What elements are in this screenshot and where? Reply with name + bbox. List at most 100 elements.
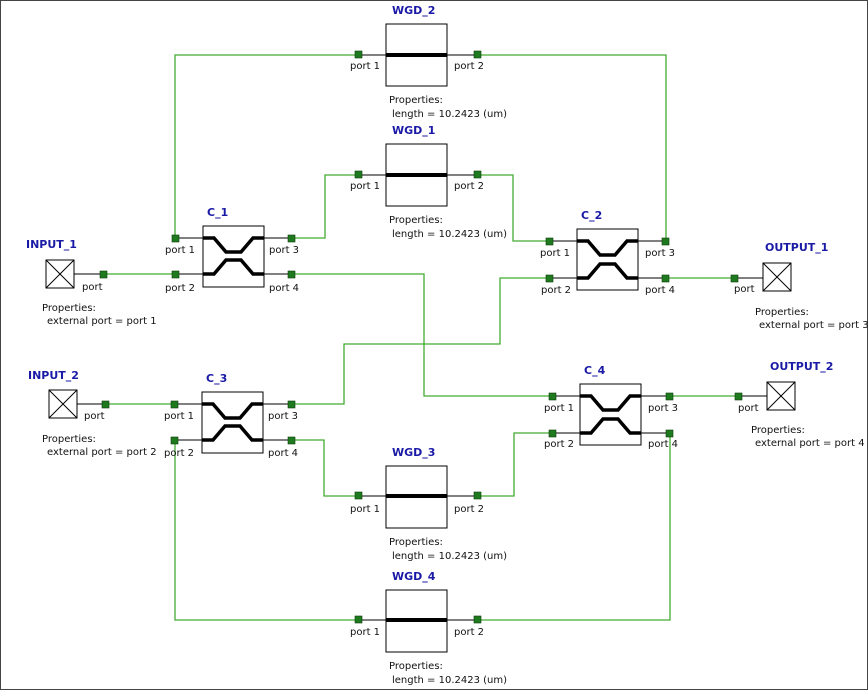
coupler-c3[interactable]: C_3 port 1 port 2 port 3 port 4 — [164, 372, 298, 459]
wire-c1-port3-to-wgd1-port1[interactable] — [292, 174, 358, 239]
c3-port1-label: port 1 — [164, 411, 194, 422]
output-port-output2[interactable]: OUTPUT_2 port Properties: external port … — [734, 360, 865, 449]
wire-c3-port3-to-c2-port2[interactable] — [292, 277, 549, 405]
input2-port-pin[interactable] — [101, 400, 110, 409]
c4-lower-arm — [580, 417, 641, 435]
input-port-input2[interactable]: INPUT_2 port Properties: external port =… — [28, 369, 157, 458]
output2-external-port-property: external port = port 4 — [755, 438, 865, 449]
input-port-input1[interactable]: INPUT_1 port Properties: external port =… — [26, 238, 157, 327]
c2-port4-pin[interactable] — [661, 274, 670, 283]
output1-port-pin[interactable] — [730, 274, 739, 283]
wgd1-port1-pin[interactable] — [354, 170, 363, 179]
c1-port2-label: port 2 — [165, 283, 195, 294]
input1-port-pin[interactable] — [99, 270, 108, 279]
output2-cross-b — [766, 381, 796, 411]
c3-upper-arm — [202, 402, 263, 420]
wgd4-properties-heading: Properties: — [389, 661, 443, 672]
c4-upper-arm — [580, 394, 641, 412]
c4-title: C_4 — [584, 364, 606, 377]
c1-port4-label: port 4 — [269, 283, 299, 294]
wgd3-port2-label: port 2 — [454, 504, 484, 515]
c2-port3-label: port 3 — [645, 248, 675, 259]
input1-properties-heading: Properties: — [42, 303, 96, 314]
input1-cross-b — [45, 259, 75, 289]
wgd4-port1-pin[interactable] — [354, 615, 363, 624]
input2-external-port-property: external port = port 2 — [47, 447, 157, 458]
wgd3-length-property: length = 10.2423 (um) — [392, 551, 507, 562]
c2-port1-label: port 1 — [540, 248, 570, 259]
waveguide-wgd2[interactable]: WGD_2 port 1 port 2 Properties: length =… — [350, 4, 507, 120]
output1-title: OUTPUT_1 — [765, 241, 828, 254]
wgd4-title: WGD_4 — [392, 570, 436, 583]
wire-wgd3-port2-to-c4-port2[interactable] — [477, 432, 552, 497]
c1-port4-pin[interactable] — [287, 270, 296, 279]
c2-upper-arm — [577, 239, 638, 257]
input1-port-label: port — [82, 282, 103, 293]
coupler-c2[interactable]: C_2 port 1 port 2 port 3 port 4 — [540, 209, 675, 296]
wire-c3-port2-to-wgd4-port1[interactable] — [174, 440, 358, 621]
c1-upper-arm — [203, 236, 264, 254]
c2-port1-pin[interactable] — [545, 237, 554, 246]
wgd1-port1-label: port 1 — [350, 181, 380, 192]
output1-port-label: port — [734, 284, 755, 295]
c1-port3-pin[interactable] — [287, 234, 296, 243]
wgd4-port2-pin[interactable] — [473, 615, 482, 624]
wgd1-length-property: length = 10.2423 (um) — [392, 229, 507, 240]
wgd1-properties-heading: Properties: — [389, 215, 443, 226]
wgd4-port2-label: port 2 — [454, 627, 484, 638]
wgd2-port2-label: port 2 — [454, 61, 484, 72]
wgd1-port2-pin[interactable] — [473, 170, 482, 179]
output2-title: OUTPUT_2 — [770, 360, 833, 373]
c4-port2-label: port 2 — [544, 439, 574, 450]
wgd2-port1-pin[interactable] — [354, 50, 363, 59]
c3-title: C_3 — [206, 372, 227, 385]
coupler-c1[interactable]: C_1 port 1 port 2 port 3 port 4 — [165, 206, 299, 294]
c1-body — [202, 225, 265, 288]
wire-wgd4-port2-to-c4-port4[interactable] — [477, 433, 671, 621]
c4-port4-pin[interactable] — [665, 429, 674, 438]
input2-title: INPUT_2 — [28, 369, 79, 382]
c4-port1-label: port 1 — [544, 403, 574, 414]
wire-c1-port4-to-c4-port1[interactable] — [292, 273, 552, 397]
coupler-c4[interactable]: C_4 port 1 port 2 port 3 port 4 — [544, 364, 678, 450]
wire-c1-port1-to-wgd2-port1[interactable] — [174, 54, 358, 238]
c3-port3-pin[interactable] — [287, 400, 296, 409]
c2-port2-pin[interactable] — [545, 274, 554, 283]
c4-port3-pin[interactable] — [665, 392, 674, 401]
c1-port1-pin[interactable] — [171, 234, 180, 243]
c4-port4-label: port 4 — [648, 439, 678, 450]
output-port-output1[interactable]: OUTPUT_1 port Properties: external port … — [730, 241, 868, 331]
input1-external-port-property: external port = port 1 — [47, 316, 157, 327]
wire-c3-port4-to-wgd3-port1[interactable] — [292, 439, 358, 497]
wgd3-port1-pin[interactable] — [354, 491, 363, 500]
wgd2-port1-label: port 1 — [350, 61, 380, 72]
c4-port2-pin[interactable] — [548, 429, 557, 438]
c1-port1-label: port 1 — [165, 245, 195, 256]
wire-wgd1-port2-to-c2-port1[interactable] — [477, 174, 549, 242]
wire-wgd2-port2-to-c2-port3[interactable] — [477, 54, 667, 241]
waveguide-wgd1[interactable]: WGD_1 port 1 port 2 Properties: length =… — [350, 124, 507, 240]
waveguide-wgd3[interactable]: WGD_3 port 1 port 2 Properties: length =… — [350, 446, 507, 562]
c3-body — [201, 391, 264, 454]
wgd2-title: WGD_2 — [392, 4, 435, 17]
c4-port1-pin[interactable] — [548, 392, 557, 401]
waveguide-wgd4[interactable]: WGD_4 port 1 port 2 Properties: length =… — [350, 570, 507, 686]
c3-port1-pin[interactable] — [170, 400, 179, 409]
output1-properties-heading: Properties: — [755, 307, 809, 318]
c1-title: C_1 — [207, 206, 228, 219]
c2-title: C_2 — [581, 209, 602, 222]
c1-port3-label: port 3 — [269, 245, 299, 256]
input2-port-label: port — [84, 411, 105, 422]
c3-port2-pin[interactable] — [170, 436, 179, 445]
c2-port3-pin[interactable] — [661, 237, 670, 246]
wgd3-port2-pin[interactable] — [473, 491, 482, 500]
wgd1-title: WGD_1 — [392, 124, 435, 137]
wgd2-port2-pin[interactable] — [473, 50, 482, 59]
output2-port-pin[interactable] — [734, 392, 743, 401]
c1-port2-pin[interactable] — [171, 270, 180, 279]
wgd1-port2-label: port 2 — [454, 181, 484, 192]
c2-lower-arm — [577, 262, 638, 280]
c3-port4-pin[interactable] — [287, 436, 296, 445]
wgd3-port1-label: port 1 — [350, 504, 380, 515]
